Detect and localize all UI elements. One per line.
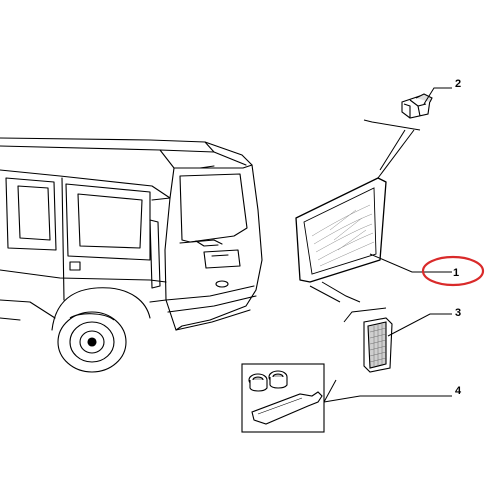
part-2-leader [423,87,452,105]
callout-number-1: 1 [453,267,459,279]
rear-window-glass [295,177,387,283]
adhesive-pad [363,317,393,373]
rear-wheel [57,311,127,373]
highlight-circle [421,255,485,287]
part-4-bracket [323,379,337,403]
part-3-leader [387,313,452,337]
van-illustration [0,137,263,331]
callout-number-4: 4 [455,385,462,397]
window-clip [401,93,433,119]
callout-number-3: 3 [455,307,461,319]
part-4-leader [323,395,452,403]
part-1-leaders [309,119,452,303]
part-3-bracket [343,307,387,323]
bonding-kit [241,363,325,433]
callout-number-2: 2 [455,78,461,90]
